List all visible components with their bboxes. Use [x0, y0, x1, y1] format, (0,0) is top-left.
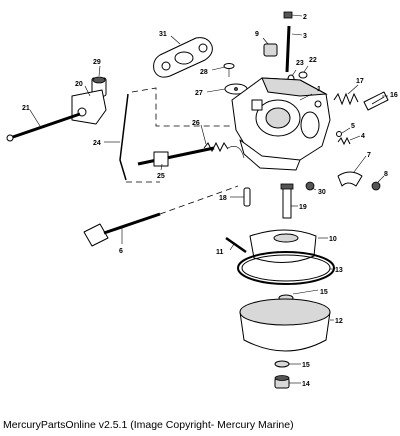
bracket-20: [71, 89, 107, 125]
callout-19: 19: [299, 204, 307, 211]
throttle-shaft-25: [137, 146, 215, 167]
callout-27: 27: [195, 90, 203, 97]
needle-3: [285, 25, 291, 73]
callout-15-upper: 15: [320, 289, 328, 296]
float-10: [249, 229, 317, 263]
callout-20: 20: [75, 81, 83, 88]
callout-5: 5: [351, 123, 355, 130]
callout-labels: 1 2 3 4 5 6 7 8 9 10 11 12 13 14 15 15 1…: [22, 14, 398, 388]
callout-28: 28: [200, 69, 208, 76]
callout-22: 22: [309, 57, 317, 64]
shaft-6: [83, 185, 239, 247]
spring-4: [337, 136, 351, 146]
callout-23: 23: [296, 60, 304, 67]
callout-11: 11: [216, 249, 224, 256]
carburetor-exploded-diagram: 1 2 3 4 5 6 7 8 9 10 11 12 13 14 15 15 1…: [6, 11, 398, 389]
nozzle-19: [280, 183, 294, 219]
callout-2: 2: [303, 14, 307, 21]
washer-15-lower: [274, 360, 290, 368]
callout-17: 17: [356, 78, 364, 85]
callout-6: 6: [119, 248, 123, 255]
screw-28: [223, 63, 235, 77]
callout-15-lower: 15: [302, 362, 310, 369]
pin-11: [225, 236, 247, 254]
callout-16: 16: [390, 92, 398, 99]
callout-21: 21: [22, 105, 30, 112]
shaft-21: [6, 112, 81, 142]
callout-31: 31: [159, 31, 167, 38]
callout-3: 3: [303, 33, 307, 40]
callout-13: 13: [335, 267, 343, 274]
drain-screw-14: [274, 375, 290, 389]
plug-2: [283, 11, 293, 19]
callout-24: 24: [93, 140, 101, 147]
gasket-31: [153, 37, 213, 78]
callout-1: 1: [317, 86, 321, 93]
jet-18: [243, 187, 251, 207]
callout-10: 10: [329, 236, 337, 243]
callout-30: 30: [318, 189, 326, 196]
spring-26: [203, 141, 245, 159]
callout-29: 29: [93, 59, 101, 66]
screw-8: [371, 181, 381, 191]
callout-18: 18: [219, 195, 227, 202]
callout-25: 25: [157, 173, 165, 180]
gasket-13: [237, 251, 335, 285]
copyright-caption: MercuryPartsOnline v2.5.1 (Image Copyrig…: [3, 419, 294, 431]
cap-9: [263, 43, 278, 57]
bracket-7: [337, 171, 363, 187]
link-rod-24: [119, 87, 232, 183]
callout-12: 12: [335, 318, 343, 325]
ball-5: [336, 131, 342, 137]
leader-lines: [29, 14, 388, 384]
clip-22: [298, 71, 308, 79]
callout-9: 9: [255, 31, 259, 38]
screw-16: [363, 91, 389, 111]
screw-30: [305, 181, 315, 191]
callout-4: 4: [361, 133, 365, 140]
float-bowl-12: [239, 298, 331, 352]
callout-7: 7: [367, 152, 371, 159]
spring-17: [333, 92, 359, 106]
carburetor-body-1: [231, 77, 331, 171]
callout-26: 26: [192, 120, 200, 127]
callout-14: 14: [302, 381, 310, 388]
callout-8: 8: [384, 171, 388, 178]
